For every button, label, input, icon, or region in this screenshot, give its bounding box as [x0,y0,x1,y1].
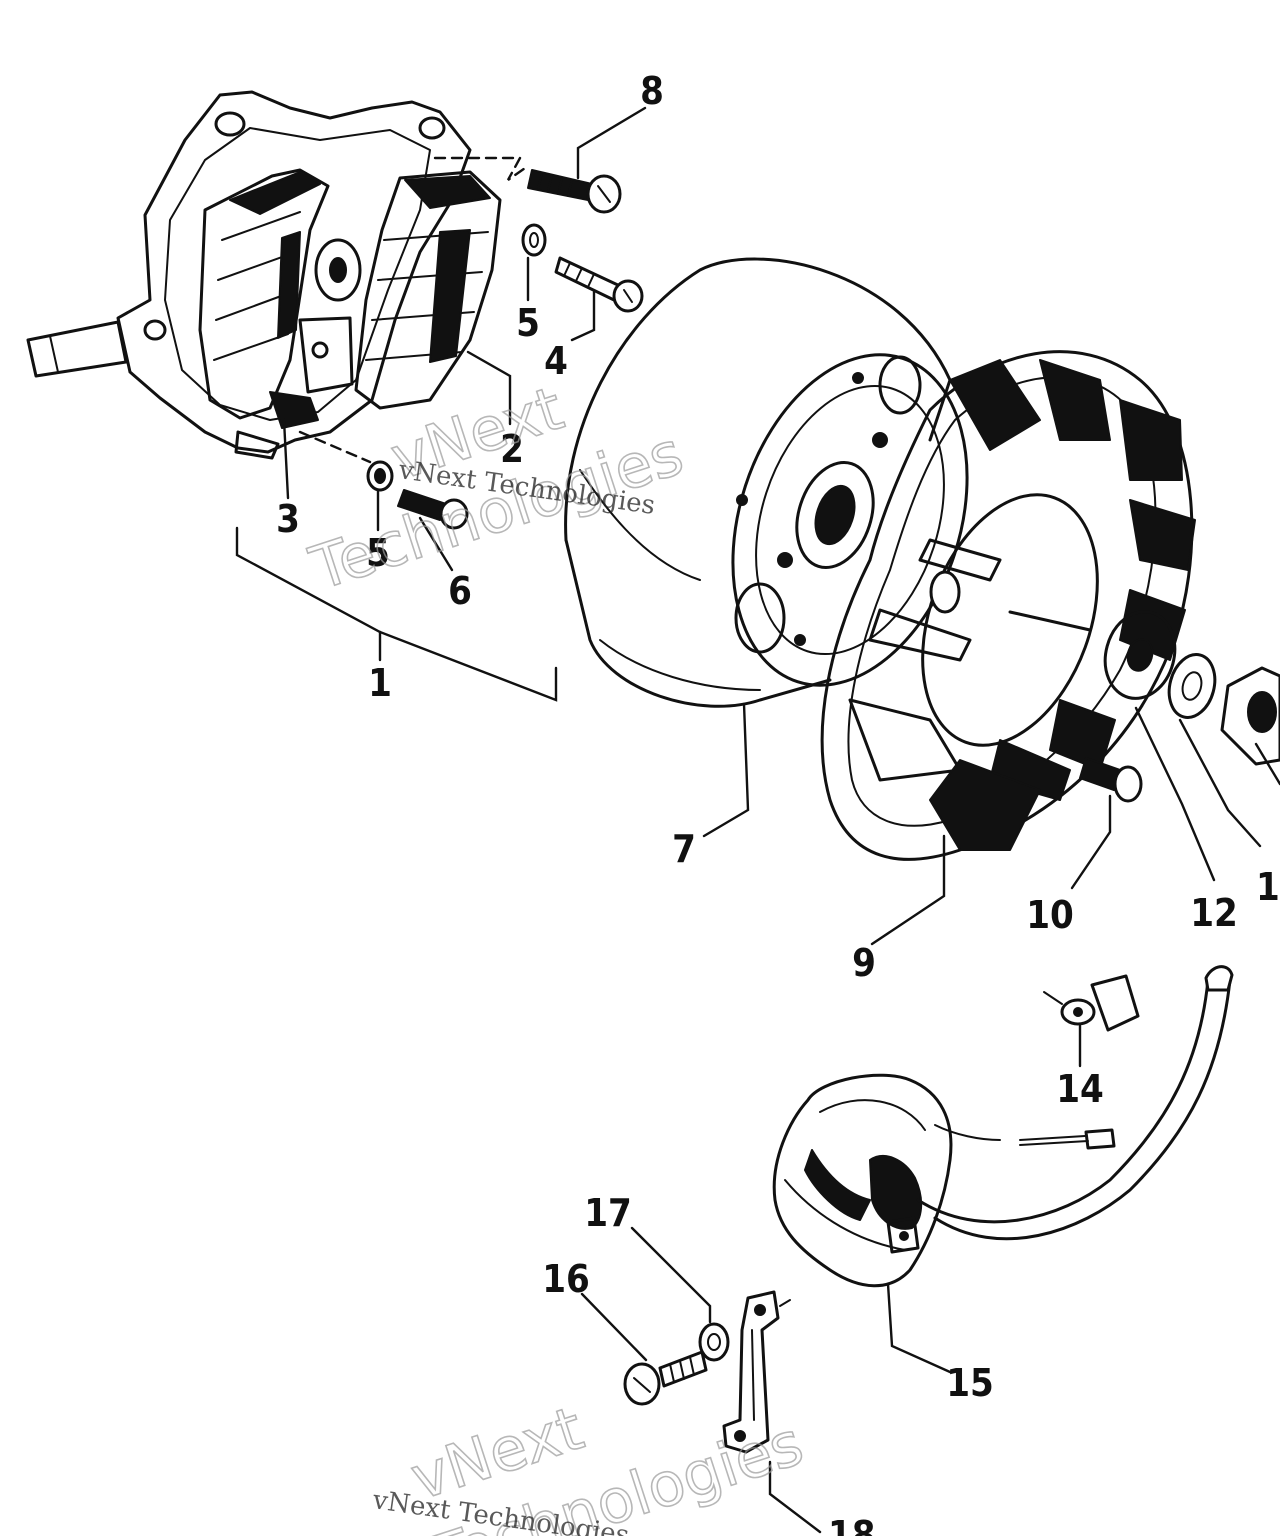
screw-16 [623,1350,708,1406]
callout-5-upper: 5 [516,301,540,345]
alignment-line-upper [433,156,530,181]
callout-8: 8 [640,69,664,113]
ignition-coil [772,965,1234,1288]
callout-3: 3 [276,497,300,541]
callout-6: 6 [448,569,472,613]
callout-18: 18 [828,1513,876,1536]
callout-1: 1 [368,661,392,705]
callout-5-lower: 5 [366,531,390,575]
strap-18 [722,1290,791,1454]
screw-4 [554,256,644,313]
callout-9: 9 [852,941,876,985]
callout-10: 10 [1026,893,1074,937]
washer-5-upper [521,223,547,257]
watermark-lower: vNext Technologies vNext Technologies [370,1393,812,1536]
leader-lines [282,106,1280,1534]
washer-12 [1103,610,1177,700]
callout-13: 13 [1256,865,1280,909]
flywheel-nut [1220,666,1280,766]
callout-17: 17 [584,1191,632,1235]
terminal-clip-14 [1043,974,1140,1032]
callout-12: 12 [1190,891,1238,935]
cooling-fan [820,350,1196,861]
stator-plate-assembly [26,90,502,460]
washer-5-lower [366,460,394,492]
screw-8 [527,169,622,214]
washer-17 [698,1322,730,1362]
flywheel [564,257,969,708]
callout-14: 14 [1056,1067,1104,1111]
callout-7: 7 [672,827,696,871]
screw-10 [1079,757,1143,803]
callout-4: 4 [544,339,568,383]
callout-16: 16 [542,1257,590,1301]
screw-6 [397,489,469,530]
callouts: 8 5 4 2 3 5 6 1 7 9 10 12 13 14 15 16 17… [276,69,1280,1536]
lock-washer-13 [1167,653,1217,719]
alignment-line-lower [298,430,372,464]
callout-2: 2 [500,427,524,471]
callout-15: 15 [946,1361,994,1405]
